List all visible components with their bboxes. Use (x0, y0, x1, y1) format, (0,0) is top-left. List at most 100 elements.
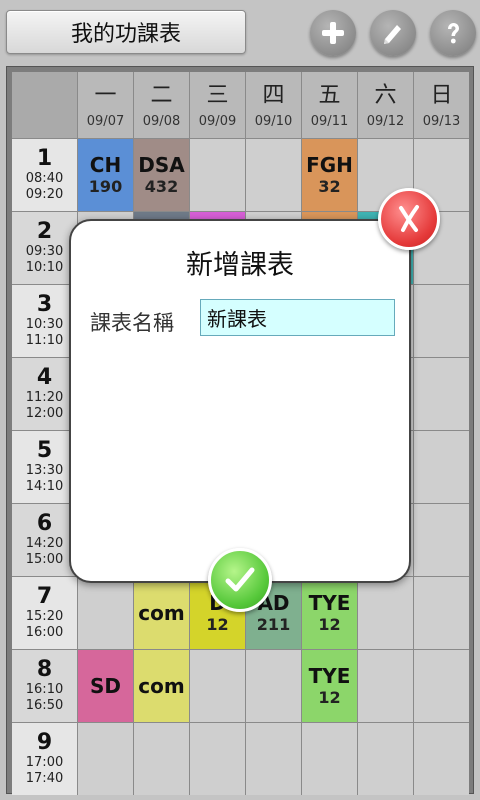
day-name: 五 (318, 82, 341, 108)
period-start-time: 10:30 (25, 317, 64, 332)
period-number: 7 (36, 584, 53, 609)
day-name: 二 (150, 82, 173, 108)
period-number: 2 (36, 219, 53, 244)
course-name: DSA (138, 153, 185, 177)
empty-slot[interactable] (414, 577, 469, 649)
course-name: com (138, 674, 185, 698)
period-end-time: 11:10 (25, 333, 64, 348)
empty-slot[interactable] (414, 285, 469, 357)
day-name: 一 (94, 82, 117, 108)
close-dialog-button[interactable] (378, 188, 440, 250)
day-header-2: 二 09/08 (134, 72, 189, 138)
course-name: com (138, 601, 185, 625)
edit-button[interactable] (370, 10, 416, 56)
day-name: 六 (374, 82, 397, 108)
empty-slot[interactable] (302, 723, 357, 795)
empty-slot[interactable] (414, 358, 469, 430)
course-room: 211 (256, 615, 291, 634)
empty-slot[interactable] (246, 139, 301, 211)
period-end-time: 17:40 (25, 771, 64, 786)
course-cell[interactable]: SD (78, 650, 133, 722)
course-name: SD (89, 674, 121, 698)
course-cell[interactable]: com (134, 650, 189, 722)
period-start-time: 17:00 (25, 755, 64, 770)
empty-slot[interactable] (78, 577, 133, 649)
period-number: 6 (36, 511, 53, 536)
period-number: 3 (36, 292, 53, 317)
empty-slot[interactable] (358, 723, 413, 795)
course-cell[interactable]: com (134, 577, 189, 649)
period-start-time: 13:30 (25, 463, 64, 478)
course-room: 190 (88, 177, 123, 196)
add-button[interactable] (310, 10, 356, 56)
period-end-time: 16:50 (25, 698, 64, 713)
new-schedule-dialog: 新增課表 課表名稱 (69, 219, 411, 583)
close-x-icon (399, 205, 419, 232)
empty-slot[interactable] (246, 723, 301, 795)
empty-slot[interactable] (190, 723, 245, 795)
day-header-7: 日 09/13 (414, 72, 469, 138)
checkmark-icon (225, 567, 255, 592)
period-start-time: 08:40 (25, 171, 64, 186)
course-name: TYE (308, 664, 351, 688)
course-room: 12 (318, 688, 341, 707)
period-number: 8 (36, 657, 53, 682)
plus-icon (322, 22, 344, 44)
empty-slot[interactable] (414, 504, 469, 576)
pencil-icon (384, 25, 401, 44)
empty-slot[interactable] (246, 650, 301, 722)
day-name: 日 (430, 82, 453, 108)
schedule-name-label: 課表名稱 (90, 311, 174, 335)
period-start-time: 11:20 (25, 390, 64, 405)
course-room: 12 (206, 615, 229, 634)
confirm-button[interactable] (208, 548, 272, 612)
day-header-6: 六 09/12 (358, 72, 413, 138)
day-date: 09/08 (142, 113, 181, 129)
empty-slot[interactable] (190, 139, 245, 211)
period-number: 4 (36, 365, 53, 390)
period-start-time: 09:30 (25, 244, 64, 259)
period-end-time: 10:10 (25, 260, 64, 275)
course-name: TYE (308, 591, 351, 615)
course-room: 12 (318, 615, 341, 634)
period-start-time: 14:20 (25, 536, 64, 551)
empty-slot[interactable] (414, 431, 469, 503)
day-name: 四 (262, 82, 285, 108)
empty-slot[interactable] (358, 577, 413, 649)
grid-corner (12, 72, 77, 138)
period-end-time: 09:20 (25, 187, 64, 202)
day-header-4: 四 09/10 (246, 72, 301, 138)
empty-slot[interactable] (78, 723, 133, 795)
empty-slot[interactable] (358, 650, 413, 722)
question-icon (448, 23, 459, 44)
empty-slot[interactable] (134, 723, 189, 795)
help-button[interactable] (430, 10, 476, 56)
period-end-time: 16:00 (25, 625, 64, 640)
day-header-1: 一 09/07 (78, 72, 133, 138)
period-start-time: 16:10 (25, 682, 64, 697)
empty-slot[interactable] (190, 650, 245, 722)
day-date: 09/10 (254, 113, 293, 129)
course-name: FGH (306, 153, 353, 177)
period-end-time: 12:00 (25, 406, 64, 421)
course-name: CH (89, 153, 122, 177)
day-date: 09/13 (422, 113, 461, 129)
empty-slot[interactable] (414, 650, 469, 722)
day-date: 09/07 (86, 113, 125, 129)
schedule-name-input[interactable] (200, 299, 395, 336)
dialog-title: 新增課表 (186, 250, 294, 281)
day-date: 09/12 (366, 113, 405, 129)
empty-slot[interactable] (414, 723, 469, 795)
schedule-title-button[interactable]: 我的功課表 (6, 10, 246, 54)
